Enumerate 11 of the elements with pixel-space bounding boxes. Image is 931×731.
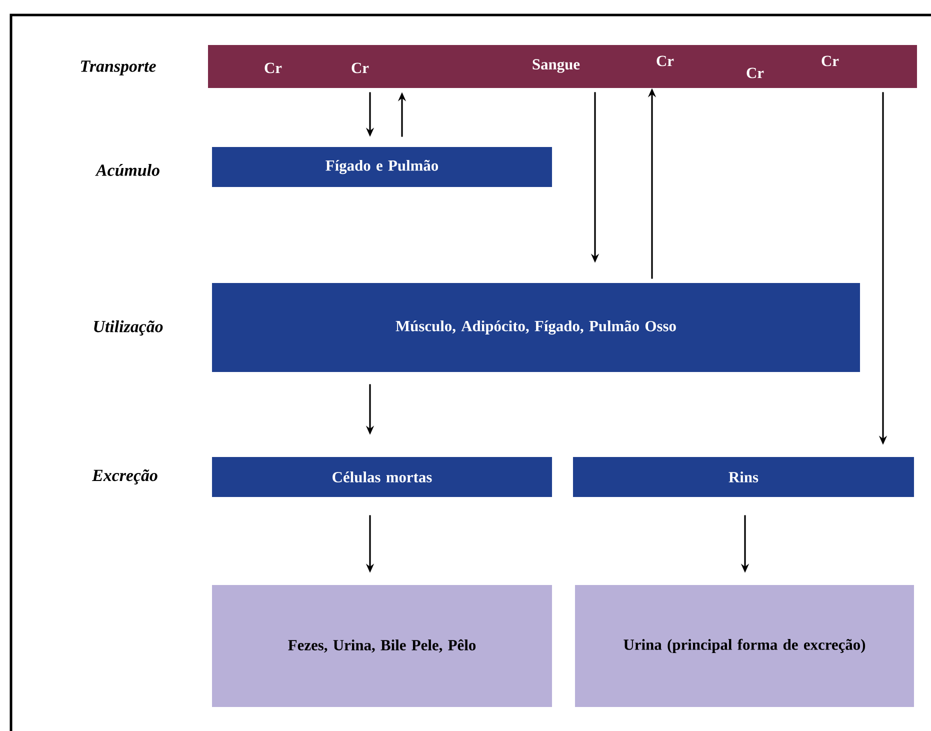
tissue-box: Músculo, Adipócito, Fígado, Pulmão Osso	[212, 282, 860, 372]
outcome-box: Urina (principal forma de excreção)	[575, 584, 914, 707]
row-label: Utilização	[94, 320, 163, 336]
tissue-box: Rins	[573, 456, 914, 497]
row-label: Excreção	[92, 469, 158, 485]
outcome-box: Fezes, Urina, Bile Pele, Pêlo	[212, 584, 552, 707]
blood-band: Cr Cr Sangue Cr Cr Cr	[208, 45, 917, 88]
row-label: Transporte	[80, 60, 156, 76]
row-label: Acúmulo	[95, 164, 160, 176]
tissue-box: Células mortas	[212, 456, 552, 497]
tissue-box: Fígado e Pulmão	[212, 146, 552, 187]
